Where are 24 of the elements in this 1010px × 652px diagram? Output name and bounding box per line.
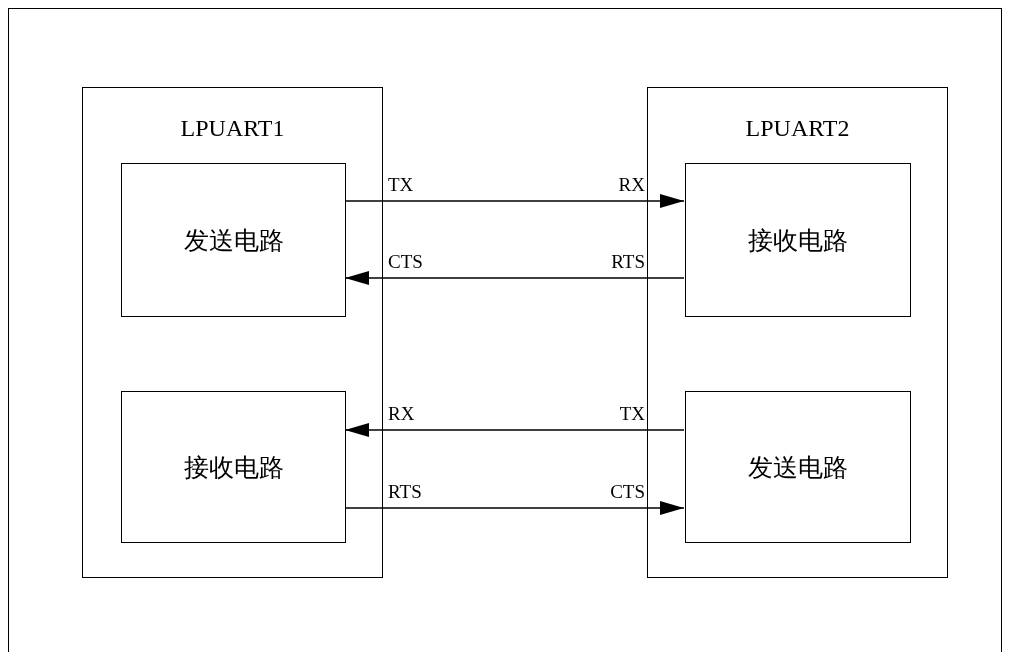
signal-arrow: [344, 194, 685, 208]
pin-label: RX: [388, 404, 415, 423]
circuit-box: [121, 163, 346, 317]
module-title: LPUART2: [744, 116, 851, 140]
module-title: LPUART1: [179, 116, 286, 140]
module-box: [647, 87, 948, 578]
pin-label: TX: [619, 404, 645, 423]
circuit-label: 接收电路: [183, 454, 284, 480]
signal-arrow: [344, 501, 685, 515]
pin-label: CTS: [610, 482, 645, 501]
circuit-label: 接收电路: [748, 227, 848, 253]
module-box: [82, 87, 383, 578]
circuit-box: [121, 391, 346, 543]
pin-label: RTS: [611, 252, 645, 271]
circuit-box: [685, 391, 911, 543]
circuit-box: [685, 163, 911, 317]
circuit-label: 发送电路: [183, 227, 284, 253]
circuit-label: 发送电路: [748, 454, 848, 480]
signal-arrow: [344, 271, 685, 285]
pin-label: RTS: [388, 482, 422, 501]
pin-label: TX: [388, 175, 414, 194]
signal-arrow: [344, 423, 685, 437]
pin-label: RX: [618, 175, 645, 194]
pin-label: CTS: [388, 252, 423, 271]
